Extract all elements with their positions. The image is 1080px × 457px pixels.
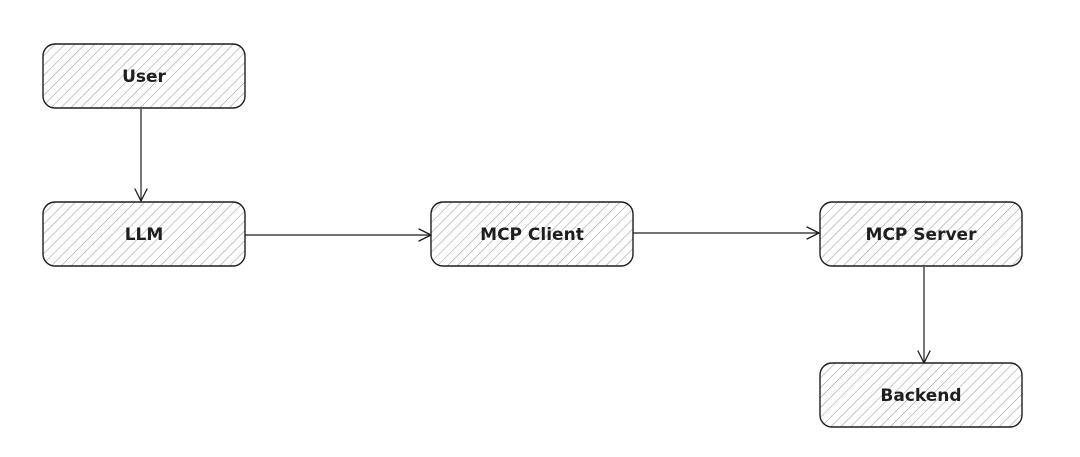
node-label: MCP Server bbox=[866, 225, 978, 245]
node-backend[interactable]: Backend bbox=[819, 362, 1023, 428]
node-label: LLM bbox=[125, 225, 164, 245]
connector-arrows bbox=[134, 109, 931, 364]
node-label: User bbox=[122, 67, 166, 87]
node-label: Backend bbox=[880, 386, 961, 406]
node-user[interactable]: User bbox=[42, 43, 246, 109]
node-llm[interactable]: LLM bbox=[42, 201, 246, 267]
node-label: MCP Client bbox=[480, 225, 584, 245]
node-mcp-server[interactable]: MCP Server bbox=[819, 201, 1023, 267]
node-mcp-client[interactable]: MCP Client bbox=[430, 201, 634, 267]
